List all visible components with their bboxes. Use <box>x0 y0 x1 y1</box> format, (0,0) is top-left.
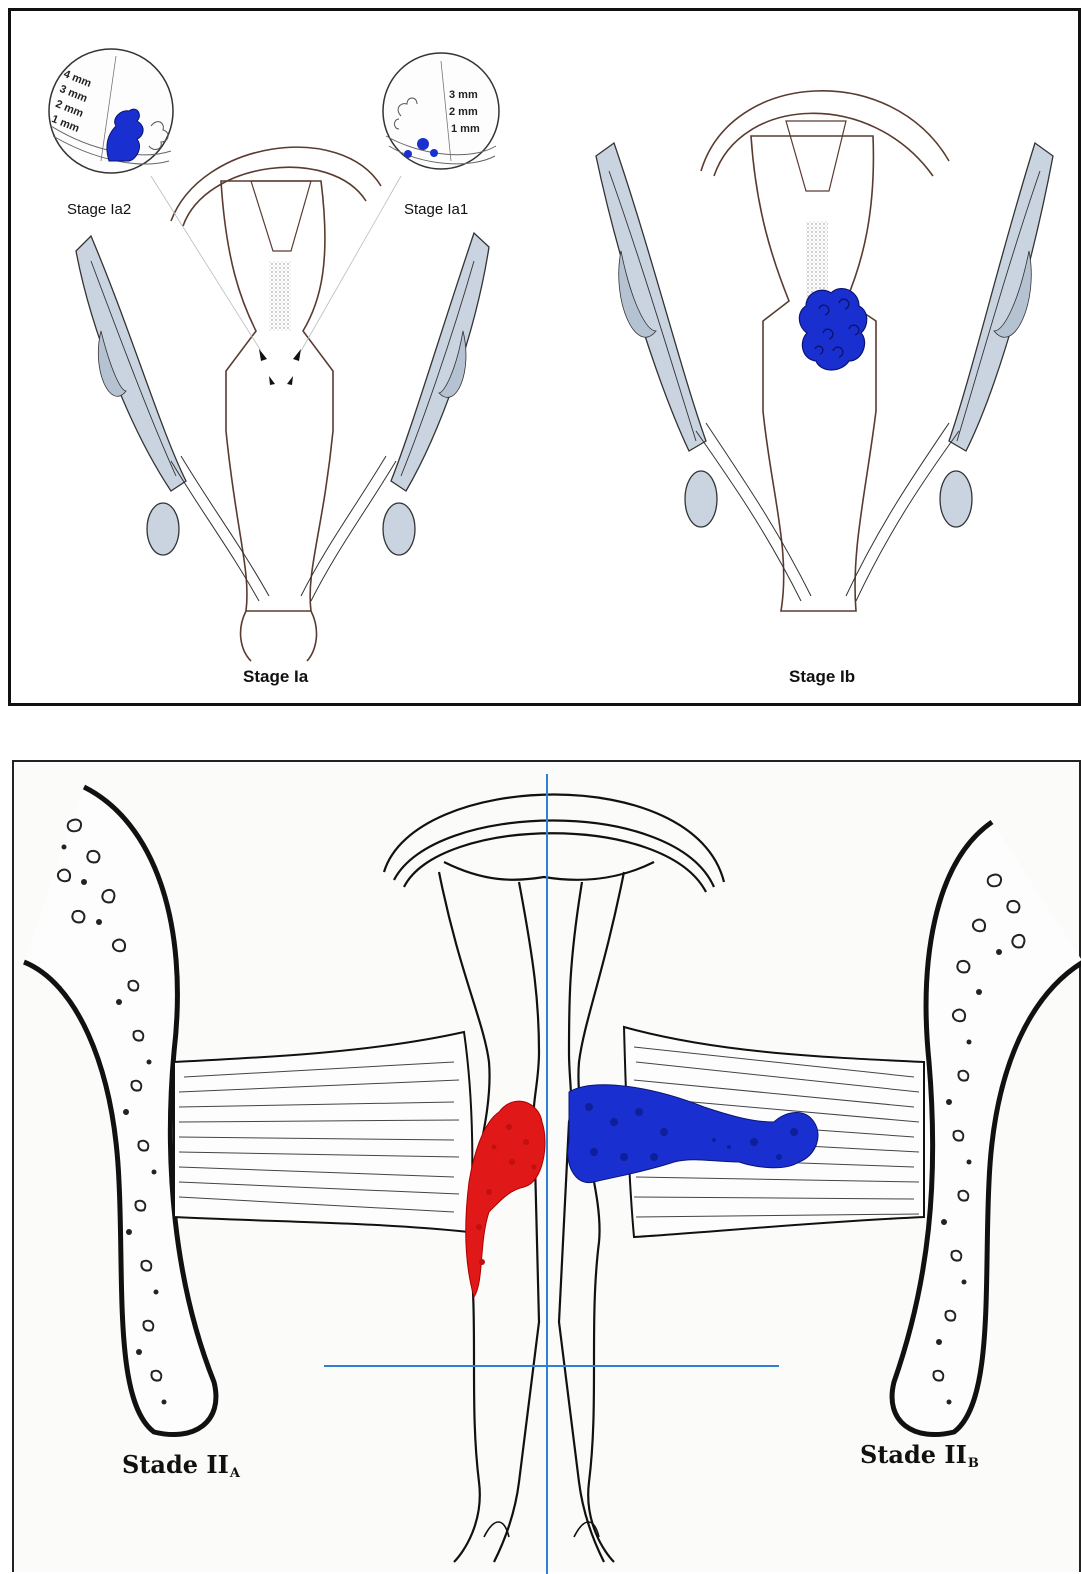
inset-circle-ia1 <box>383 53 499 169</box>
stage-i-illustration <box>11 11 1081 709</box>
tumor-stage-iia <box>466 1101 545 1297</box>
label-stage-ia: Stage Ia <box>243 667 308 687</box>
stage-ii-panel: Stade IIA Stade IIB <box>12 760 1081 1572</box>
tumor-ia1-a <box>404 150 412 158</box>
scale-ia1-1mm: 1 mm <box>451 123 480 135</box>
fallopian-tube-right-ib <box>846 143 1053 601</box>
label-stage-ia2: Stage Ia2 <box>67 201 131 218</box>
tumor-ia1-c <box>430 149 438 157</box>
label-stade-iib-sub: B <box>968 1456 979 1471</box>
label-stade-iia-sub: A <box>230 1466 240 1481</box>
label-stade-iib: Stade IIB <box>860 1440 979 1471</box>
tumor-ib <box>799 289 866 370</box>
stage-i-panel: 4 mm 3 mm 2 mm 1 mm 3 mm 2 mm 1 mm Stage… <box>8 8 1081 706</box>
parametrium-left <box>174 1032 472 1232</box>
black-lesion-marks <box>259 349 301 385</box>
label-stade-iia-main: Stade II <box>122 1450 229 1479</box>
label-stade-iib-main: Stade II <box>860 1440 967 1469</box>
label-stade-iia: Stade IIA <box>122 1450 240 1481</box>
fallopian-tube-left-ib <box>596 143 811 601</box>
tumor-ia1-b <box>417 138 429 150</box>
scale-ia1-3mm: 3 mm <box>449 89 478 101</box>
label-stage-ib: Stage Ib <box>789 667 855 687</box>
uterus-stage-ia <box>171 147 381 661</box>
scale-ia1-2mm: 2 mm <box>449 106 478 118</box>
label-stage-ia1: Stage Ia1 <box>404 201 468 218</box>
fallopian-tube-right-ia <box>301 233 489 601</box>
